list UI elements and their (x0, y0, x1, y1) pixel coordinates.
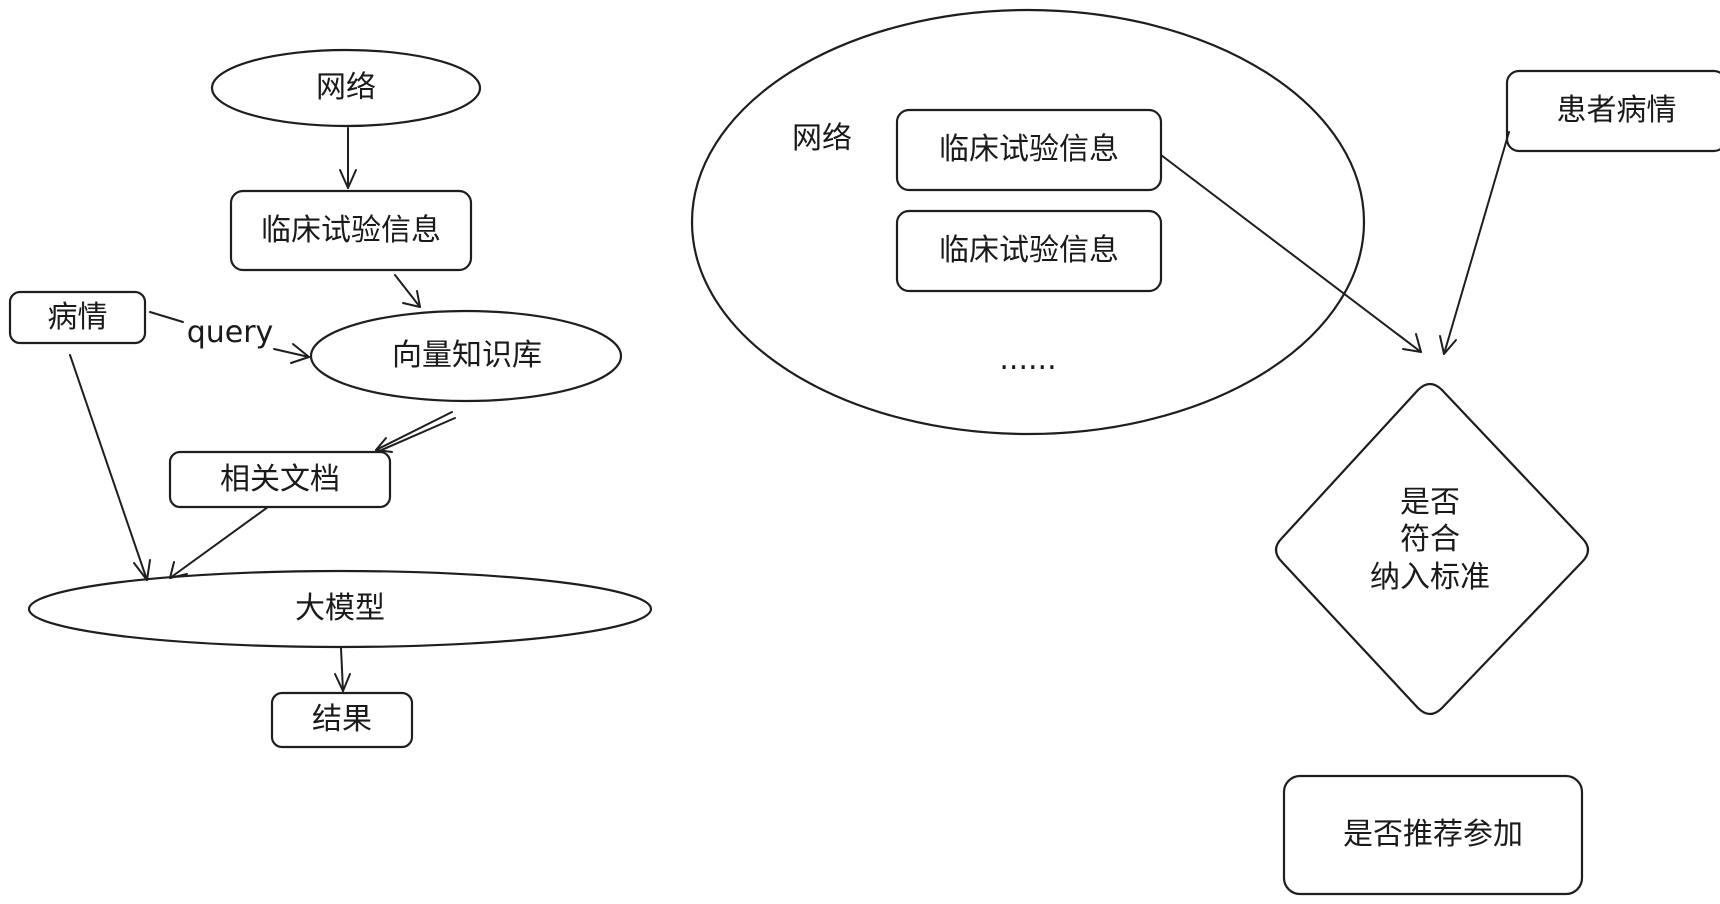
clinical-info-node-shape (229, 189, 473, 272)
arrow-vector-db-to-related-docs (375, 411, 456, 453)
clinical-info-1-shape (895, 108, 1163, 192)
arrow-clinical-to-vector-db (394, 274, 421, 308)
network-node-shape (210, 48, 482, 128)
recommend-shape (1282, 774, 1584, 896)
clinical-info-2-shape (895, 209, 1163, 293)
result-node-shape (270, 691, 414, 749)
arrow-patient-to-decision (1439, 131, 1510, 355)
vector-db-node-shape (309, 309, 623, 403)
network-group-shape (690, 8, 1366, 436)
arrow-llm-to-result (334, 647, 351, 692)
decision-diamond-shape (1274, 382, 1590, 716)
arrow-condition-to-llm (69, 354, 151, 581)
arrow-condition-to-vector-db (149, 311, 310, 364)
patient-condition-shape (1505, 69, 1720, 153)
related-docs-node-shape (168, 450, 392, 509)
llm-node-shape (27, 569, 653, 649)
arrow-related-docs-to-llm (169, 506, 269, 579)
arrow-network-to-clinical (339, 127, 357, 189)
arrow-clinical-to-decision (1160, 154, 1422, 353)
condition-node-shape (8, 290, 147, 345)
